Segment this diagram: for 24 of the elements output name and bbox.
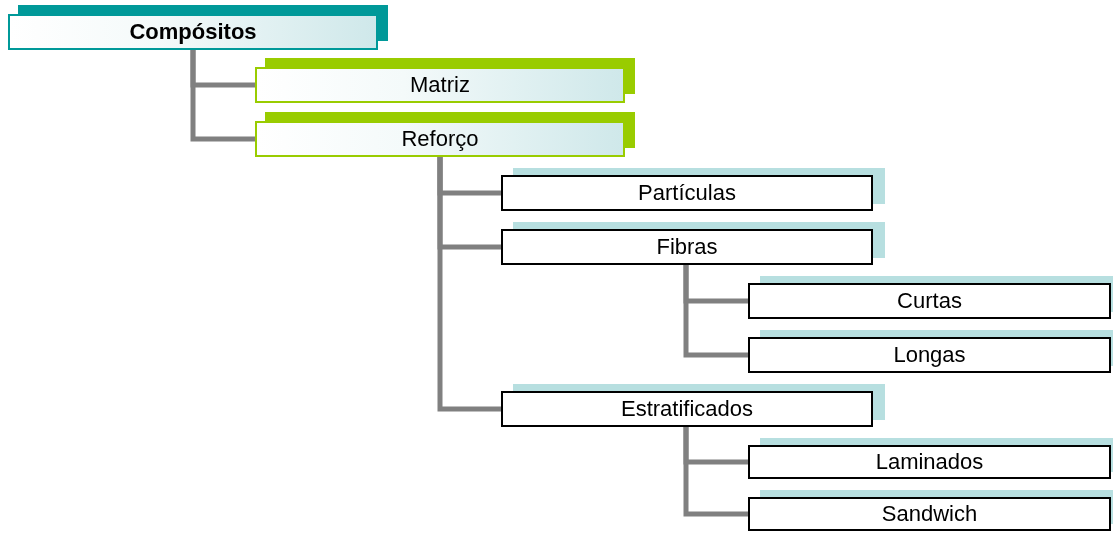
category-box	[501, 175, 873, 211]
connector-line	[683, 427, 748, 517]
category-box	[255, 121, 625, 157]
category-box	[255, 67, 625, 103]
category-label: Curtas	[897, 290, 962, 312]
category-box	[501, 229, 873, 265]
category-box	[748, 445, 1111, 479]
connector-line	[437, 157, 501, 412]
category-label: Longas	[893, 344, 966, 366]
category-box	[748, 497, 1111, 531]
category-box	[8, 14, 378, 50]
connector-line	[683, 265, 748, 358]
category-label: Estratificados	[620, 398, 754, 420]
connector-line	[190, 50, 255, 142]
category-label: Compósitos	[129, 21, 257, 43]
category-box	[501, 391, 873, 427]
category-label: Fibras	[656, 236, 718, 258]
category-box	[748, 283, 1111, 319]
category-label: Laminados	[875, 451, 984, 473]
category-label: Partículas	[638, 182, 736, 204]
category-label: Sandwich	[881, 503, 978, 525]
category-label: Reforço	[401, 128, 479, 150]
category-label: Matriz	[410, 74, 470, 96]
category-box	[748, 337, 1111, 373]
